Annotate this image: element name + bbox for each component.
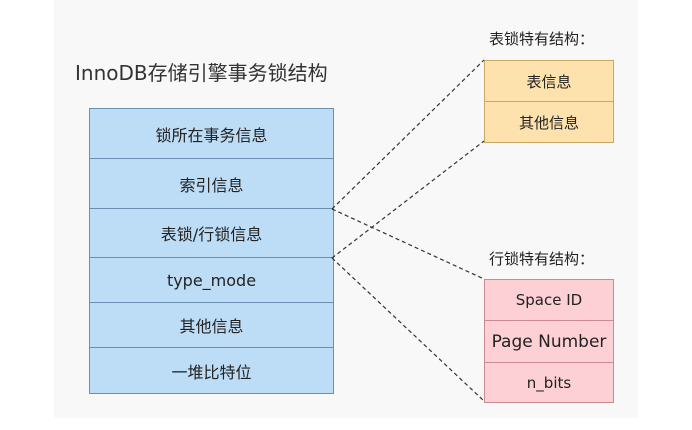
row-lock-row-space-id: Space ID <box>485 280 613 321</box>
diagram-title: InnoDB存储引擎事务锁结构 <box>75 61 328 85</box>
table-lock-row-other-info: 其他信息 <box>518 113 579 132</box>
lock-struct-row-bits: 一堆比特位 <box>171 362 252 382</box>
row-lock-struct-table: Space ID Page Number n_bits <box>484 279 614 403</box>
lock-struct-row-other-info: 其他信息 <box>90 303 333 348</box>
lock-struct-row-table-row-lock-info: 表锁/行锁信息 <box>90 209 333 258</box>
table-lock-row-table-info: 表信息 <box>485 61 613 102</box>
lock-struct-row-index-info: 索引信息 <box>90 159 333 209</box>
table-lock-struct-title: 表锁特有结构： <box>489 30 595 48</box>
lock-struct-row-type-mode: type_mode <box>90 258 333 303</box>
row-lock-row-page-number: Page Number <box>485 321 613 363</box>
table-lock-struct-table: 表信息 其他信息 <box>484 60 614 143</box>
row-lock-struct-title: 行锁特有结构： <box>489 250 595 268</box>
lock-struct-row-trx-info: 锁所在事务信息 <box>90 109 333 159</box>
row-lock-row-n-bits: n_bits <box>526 373 572 392</box>
lock-struct-table: 锁所在事务信息 索引信息 表锁/行锁信息 type_mode 其他信息 一堆比特… <box>89 108 334 394</box>
